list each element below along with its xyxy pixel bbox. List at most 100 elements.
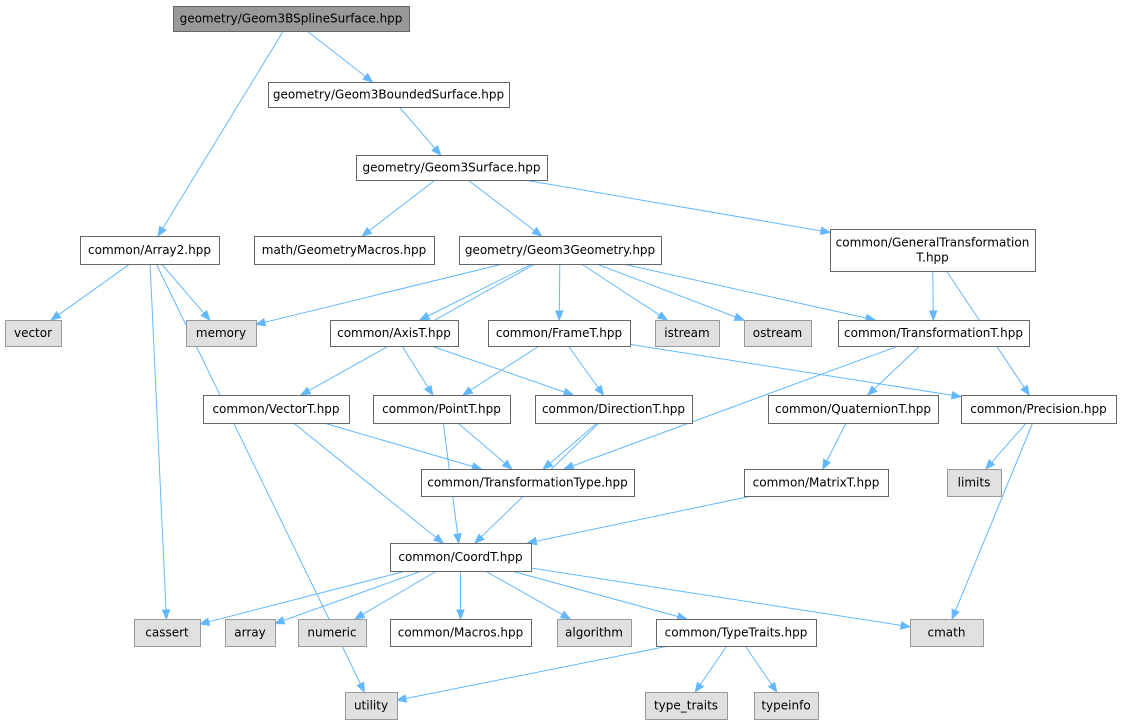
node-point[interactable]: common/PointT.hpp xyxy=(373,395,511,424)
edge-arrowhead xyxy=(733,312,746,321)
edge-arrowhead xyxy=(353,610,366,620)
edge-arrowhead xyxy=(362,72,374,83)
node-box[interactable] xyxy=(830,229,1036,272)
node-box[interactable] xyxy=(421,469,635,497)
node-box[interactable] xyxy=(345,692,398,720)
node-box[interactable] xyxy=(134,619,201,647)
edge-line xyxy=(535,495,752,542)
node-transtype[interactable]: common/TransformationType.hpp xyxy=(421,469,635,497)
node-box[interactable] xyxy=(186,320,257,347)
node-box[interactable] xyxy=(225,619,276,647)
edge-line xyxy=(530,567,902,626)
node-box[interactable] xyxy=(173,6,410,32)
node-cassert[interactable]: cassert xyxy=(134,619,201,647)
edge-arrowhead xyxy=(928,310,938,322)
node-box[interactable] xyxy=(330,320,459,347)
edge-arrowhead xyxy=(984,459,996,471)
node-box[interactable] xyxy=(557,619,632,647)
node-box[interactable] xyxy=(390,543,532,572)
node-label: memory xyxy=(196,326,246,340)
node-box[interactable] xyxy=(203,395,350,424)
node-macros[interactable]: common/Macros.hpp xyxy=(390,619,532,647)
node-box[interactable] xyxy=(268,82,510,108)
node-box[interactable] xyxy=(744,469,889,497)
edge-array2-to-cassert xyxy=(149,263,171,621)
node-ostream[interactable]: ostream xyxy=(744,320,812,347)
node-box[interactable] xyxy=(768,395,939,424)
node-label: geometry/Geom3BSplineSurface.hpp xyxy=(180,12,403,26)
node-istream[interactable]: istream xyxy=(655,320,720,347)
node-transT[interactable]: common/TransformationT.hpp xyxy=(838,320,1030,347)
node-box[interactable] xyxy=(961,395,1117,424)
node-label: utility xyxy=(354,699,388,713)
node-box[interactable] xyxy=(5,320,62,347)
node-direction[interactable]: common/DirectionT.hpp xyxy=(535,395,693,424)
node-vector[interactable]: vector xyxy=(5,320,62,347)
node-array[interactable]: array xyxy=(225,619,276,647)
node-numeric[interactable]: numeric xyxy=(298,619,367,647)
node-box[interactable] xyxy=(754,692,819,720)
node-box[interactable] xyxy=(488,320,631,347)
node-box[interactable] xyxy=(373,395,511,424)
edge-axis-to-point xyxy=(401,345,434,397)
edge-arrowhead xyxy=(432,533,445,544)
node-matrix[interactable]: common/MatrixT.hpp xyxy=(744,469,889,497)
node-box[interactable] xyxy=(744,320,812,347)
node-quat[interactable]: common/QuaternionT.hpp xyxy=(768,395,939,424)
node-label: cassert xyxy=(145,626,189,640)
node-geommacros[interactable]: math/GeometryMacros.hpp xyxy=(254,236,435,265)
edge-arrowhead xyxy=(299,386,312,396)
node-box[interactable] xyxy=(947,469,1002,497)
node-bounded[interactable]: geometry/Geom3BoundedSurface.hpp xyxy=(268,82,510,108)
node-box[interactable] xyxy=(655,320,720,347)
node-algorithm[interactable]: algorithm xyxy=(557,619,632,647)
node-box[interactable] xyxy=(390,619,532,647)
edge-arrowhead xyxy=(951,608,960,621)
node-label: typeinfo xyxy=(761,699,810,713)
node-utility[interactable]: utility xyxy=(345,692,398,720)
node-box[interactable] xyxy=(254,236,435,265)
node-vectorT[interactable]: common/VectorT.hpp xyxy=(203,395,350,424)
node-box[interactable] xyxy=(356,155,548,181)
node-box[interactable] xyxy=(838,320,1030,347)
node-array2[interactable]: common/Array2.hpp xyxy=(80,236,220,265)
edge-line xyxy=(306,30,366,77)
node-box[interactable] xyxy=(535,395,693,424)
node-label: common/FrameT.hpp xyxy=(496,326,622,340)
node-geom3bspline[interactable]: geometry/Geom3BSplineSurface.hpp xyxy=(173,6,410,32)
edge-surface-to-geommacros xyxy=(361,179,436,237)
edge-arrowhead xyxy=(431,144,442,157)
node-label: common/MatrixT.hpp xyxy=(753,476,880,490)
node-surface[interactable]: geometry/Geom3Surface.hpp xyxy=(356,155,548,181)
node-box[interactable] xyxy=(656,619,817,647)
node-precision[interactable]: common/Precision.hpp xyxy=(961,395,1117,424)
edge-line xyxy=(58,263,131,316)
node-axis[interactable]: common/AxisT.hpp xyxy=(330,320,459,347)
node-box[interactable] xyxy=(80,236,220,265)
node-frame[interactable]: common/FrameT.hpp xyxy=(488,320,631,347)
node-label: common/AxisT.hpp xyxy=(337,326,451,340)
edge-geometry-to-ostream xyxy=(596,263,746,321)
node-geometry[interactable]: geometry/Geom3Geometry.hpp xyxy=(459,236,662,265)
node-box[interactable] xyxy=(298,619,367,647)
edge-matrix-to-coord xyxy=(525,495,752,546)
node-memory[interactable]: memory xyxy=(186,320,257,347)
node-typeinfo[interactable]: typeinfo xyxy=(754,692,819,720)
node-box[interactable] xyxy=(645,692,728,720)
node-box[interactable] xyxy=(910,619,984,647)
node-type-traits[interactable]: type_traits xyxy=(645,692,728,720)
node-label: common/VectorT.hpp xyxy=(212,402,339,416)
node-cmath[interactable]: cmath xyxy=(910,619,984,647)
node-box[interactable] xyxy=(459,236,662,265)
edge-line xyxy=(567,345,599,388)
edge-line xyxy=(264,263,503,323)
edge-line xyxy=(161,263,205,314)
edge-line xyxy=(401,345,429,388)
node-typetraits[interactable]: common/TypeTraits.hpp xyxy=(656,619,817,647)
node-limits[interactable]: limits xyxy=(947,469,1002,497)
node-coord[interactable]: common/CoordT.hpp xyxy=(390,543,532,572)
edge-line xyxy=(955,422,1034,611)
edge-array2-to-vector xyxy=(50,263,131,321)
edge-line xyxy=(826,422,847,462)
